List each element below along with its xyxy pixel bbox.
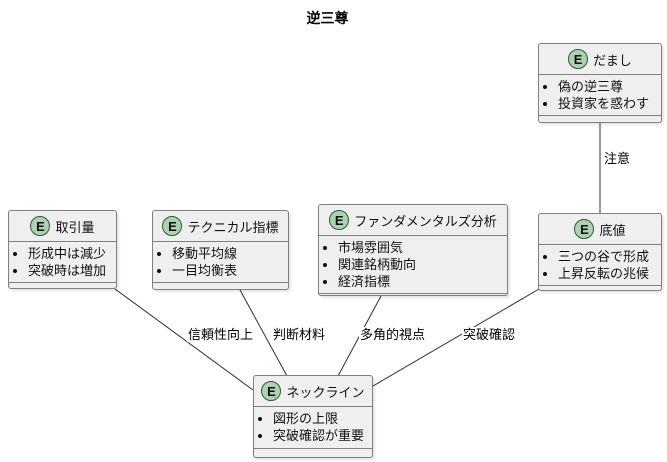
- entity-name: 底値: [599, 222, 626, 238]
- entity-name: テクニカル指標: [187, 219, 279, 235]
- entity-footer: [539, 116, 661, 124]
- edge-label-viewpoint: 多角的視点: [359, 327, 427, 342]
- diagram-title: 逆三尊: [306, 10, 349, 26]
- entity-technical-header: E テクニカル指標: [153, 211, 288, 241]
- entity-damashi: E だまし 偽の逆三尊 投資家を惑わす: [538, 43, 662, 123]
- edge-technical-neckline: [239, 289, 288, 377]
- entity-attributes: 移動平均線 一目均衡表: [153, 241, 288, 283]
- attribute-item: 図形の上限: [273, 410, 366, 427]
- entity-bottom-header: E 底値: [539, 214, 661, 244]
- attribute-item: 偽の逆三尊: [558, 78, 655, 95]
- entity-damashi-header: E だまし: [539, 44, 661, 74]
- edge-label-caution: 注意: [603, 151, 632, 166]
- attribute-item: 突破確認が重要: [273, 427, 366, 444]
- entity-attributes: 市場雰囲気 関連銘柄動向 経済指標: [319, 235, 507, 294]
- entity-fundamentals: E ファンダメンタルズ分析 市場雰囲気 関連銘柄動向 経済指標: [318, 204, 508, 296]
- edge-label-reliability: 信頼性向上: [187, 327, 255, 342]
- entity-neckline-header: E ネックライン: [254, 376, 372, 406]
- entity-volume-header: E 取引量: [9, 211, 116, 241]
- entity-footer: [319, 294, 507, 302]
- entity-name: 取引量: [55, 219, 95, 235]
- entity-bottom: E 底値 三つの谷で形成 上昇反転の兆候: [538, 213, 662, 291]
- edge-bottom-neckline: [372, 288, 540, 387]
- entity-attributes: 図形の上限 突破確認が重要: [254, 406, 372, 449]
- edge-volume-neckline: [114, 288, 254, 391]
- attribute-item: 形成中は減少: [28, 245, 110, 262]
- attribute-item: 上昇反転の兆候: [558, 265, 655, 282]
- entity-name: だまし: [593, 52, 632, 68]
- entity-badge-icon: E: [329, 210, 350, 230]
- entity-volume: E 取引量 形成中は減少 突破時は増加: [8, 210, 117, 289]
- entity-footer: [9, 283, 116, 291]
- entity-name: ファンダメンタルズ分析: [354, 213, 497, 229]
- entity-neckline: E ネックライン 図形の上限 突破確認が重要: [253, 375, 373, 458]
- attribute-item: 三つの谷で形成: [558, 248, 655, 265]
- edge-label-judgement: 判断材料: [272, 327, 327, 342]
- entity-footer: [254, 449, 372, 457]
- attribute-item: 関連銘柄動向: [338, 256, 501, 273]
- entity-footer: [539, 286, 661, 294]
- entity-technical: E テクニカル指標 移動平均線 一目均衡表: [152, 210, 289, 290]
- attribute-item: 経済指標: [338, 273, 501, 290]
- attribute-item: 市場雰囲気: [338, 239, 501, 256]
- entity-badge-icon: E: [162, 216, 183, 236]
- attribute-item: 移動平均線: [172, 245, 282, 262]
- entity-badge-icon: E: [574, 219, 595, 239]
- attribute-item: 投資家を惑わす: [558, 95, 655, 112]
- entity-attributes: 偽の逆三尊 投資家を惑わす: [539, 74, 661, 116]
- attribute-item: 一目均衡表: [172, 262, 282, 279]
- entity-footer: [153, 283, 288, 291]
- attribute-item: 突破時は増加: [28, 262, 110, 279]
- edge-label-breakout: 突破確認: [462, 327, 517, 342]
- entity-badge-icon: E: [30, 216, 51, 236]
- entity-fundamentals-header: E ファンダメンタルズ分析: [319, 205, 507, 235]
- entity-badge-icon: E: [261, 381, 282, 401]
- entity-badge-icon: E: [568, 49, 589, 69]
- entity-attributes: 三つの谷で形成 上昇反転の兆候: [539, 244, 661, 286]
- entity-name: ネックライン: [286, 384, 365, 400]
- entity-attributes: 形成中は減少 突破時は増加: [9, 241, 116, 283]
